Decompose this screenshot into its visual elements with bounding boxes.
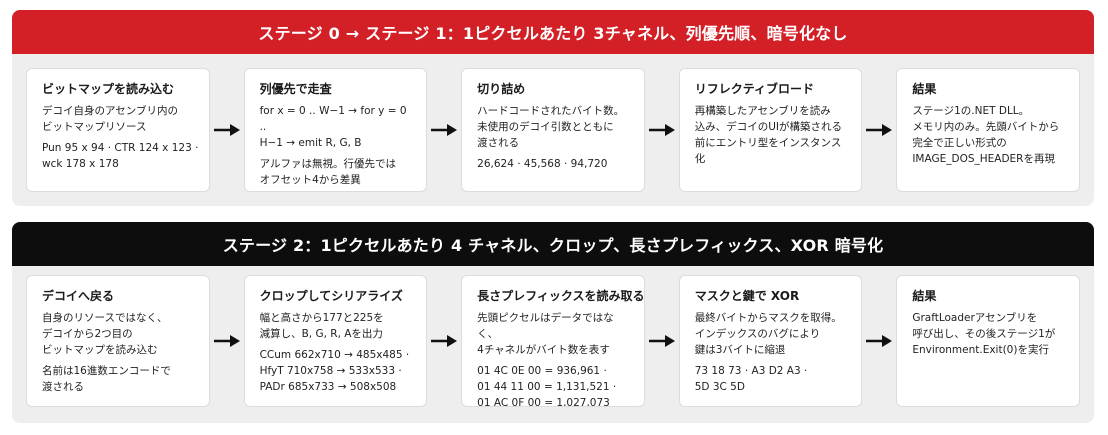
- step-description: GraftLoaderアセンブリを 呼び出し、その後ステージ1が Environ…: [912, 312, 1056, 356]
- step-description: 先頭ピクセルはデータではなく、 4チャネルがバイト数を表す: [477, 312, 614, 356]
- step-title: 結果: [912, 82, 937, 96]
- step-detail: 01 4C 0E 00 = 936,961 · 01 44 11 00 = 1,…: [477, 365, 617, 407]
- arrow-right-icon: [862, 275, 896, 407]
- step-title: リフレクティブロード: [694, 82, 815, 96]
- step-card-crop-serialize: クロップしてシリアライズ 幅と高さから177と225を 減算し、B, G, R,…: [243, 275, 428, 407]
- step-detail: 26,624 · 45,568 · 94,720: [477, 158, 608, 170]
- step-detail: Pun 95 x 94 · CTR 124 x 123 · wck 178 x …: [42, 142, 199, 170]
- arrow-right-icon: [427, 275, 461, 407]
- step-card-length-prefix: 長さプレフィックスを読み取る 先頭ピクセルはデータではなく、 4チャネルがバイト…: [461, 275, 645, 407]
- step-title: 列優先で走査: [259, 82, 332, 96]
- step-title: デコイへ戻る: [42, 289, 115, 303]
- step-description: 自身のリソースではなく、 デコイから2つ目の ビットマップを読み込む: [42, 312, 168, 356]
- step-detail: アルファは無視。行優先では オフセット4から差異: [259, 158, 396, 186]
- step-title: 切り詰め: [477, 82, 526, 96]
- step-description: for x = 0 .. W−1 → for y = 0 .. H−1 → em…: [259, 105, 407, 149]
- step-card-result: 結果 ステージ1の.NET DLL。 メモリ内のみ。先頭バイトから 完全で正しい…: [896, 68, 1080, 192]
- step-description: デコイ自身のアセンブリ内の ビットマップリソース: [42, 105, 178, 133]
- step-title: マスクと鍵で XOR: [694, 289, 800, 303]
- step-detail: 73 18 73 · A3 D2 A3 · 5D 3C 5D: [694, 365, 808, 393]
- step-card-result: 結果 GraftLoaderアセンブリを 呼び出し、その後ステージ1が Envi…: [896, 275, 1080, 407]
- step-description: 幅と高さから177と225を 減算し、B, G, R, Aを出力: [259, 312, 384, 340]
- arrow-right-icon: [427, 68, 461, 192]
- step-title: 長さプレフィックスを読み取る: [477, 289, 645, 303]
- step-card-return-to-decoy: デコイへ戻る 自身のリソースではなく、 デコイから2つ目の ビットマップを読み込…: [26, 275, 210, 407]
- step-card-reflective-load: リフレクティブロード 再構築したアセンブリを読み 込み、デコイのUIが構築される…: [678, 68, 863, 192]
- step-description: 再構築したアセンブリを読み 込み、デコイのUIが構築される 前にエントリ型をイン…: [694, 105, 843, 165]
- step-card-xor: マスクと鍵で XOR 最終バイトからマスクを取得。 インデックスのバグにより 鍵…: [678, 275, 863, 407]
- step-description: 最終バイトからマスクを取得。 インデックスのバグにより 鍵は3バイトに縮退: [694, 312, 842, 356]
- step-title: 結果: [912, 289, 937, 303]
- step-description: ハードコードされたバイト数。 未使用のデコイ引数とともに 渡される: [477, 105, 625, 149]
- step-card-column-scan: 列優先で走査 for x = 0 .. W−1 → for y = 0 .. H…: [243, 68, 428, 192]
- arrow-right-icon: [645, 275, 679, 407]
- arrow-right-icon: [210, 275, 244, 407]
- arrow-right-icon: [645, 68, 679, 192]
- stage-1-flow: ビットマップを読み込む デコイ自身のアセンブリ内の ビットマップリソース Pun…: [26, 68, 1080, 192]
- step-detail: CCum 662x710 → 485x485 · HfyT 710x758 → …: [259, 349, 410, 393]
- step-title: ビットマップを読み込む: [42, 82, 175, 96]
- step-title: クロップしてシリアライズ: [259, 289, 403, 303]
- step-card-truncate: 切り詰め ハードコードされたバイト数。 未使用のデコイ引数とともに 渡される 2…: [461, 68, 645, 192]
- step-detail: 名前は16進数エンコードで 渡される: [42, 365, 171, 393]
- stage-1-panel: ステージ 0 → ステージ 1：1ピクセルあたり 3チャネル、列優先順、暗号化な…: [12, 10, 1094, 206]
- stage-2-header: ステージ 2：1ピクセルあたり 4 チャネル、クロップ、長さプレフィックス、XO…: [12, 222, 1094, 266]
- arrow-right-icon: [210, 68, 244, 192]
- stage-1-header: ステージ 0 → ステージ 1：1ピクセルあたり 3チャネル、列優先順、暗号化な…: [12, 10, 1094, 54]
- stage-2-flow: デコイへ戻る 自身のリソースではなく、 デコイから2つ目の ビットマップを読み込…: [26, 275, 1080, 407]
- step-card-load-bitmap: ビットマップを読み込む デコイ自身のアセンブリ内の ビットマップリソース Pun…: [26, 68, 210, 192]
- step-description: ステージ1の.NET DLL。 メモリ内のみ。先頭バイトから 完全で正しい形式の…: [912, 105, 1060, 165]
- arrow-right-icon: [862, 68, 896, 192]
- stage-2-panel: ステージ 2：1ピクセルあたり 4 チャネル、クロップ、長さプレフィックス、XO…: [12, 222, 1094, 423]
